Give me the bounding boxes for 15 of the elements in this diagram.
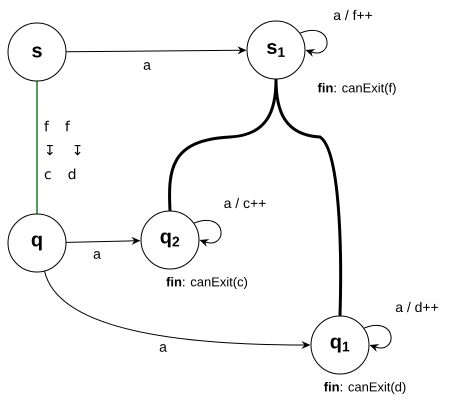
edge-label: a	[94, 251, 101, 259]
edge-label: a / d++	[396, 302, 438, 312]
connector-line	[36, 82, 38, 214]
edge-label: a / c++	[224, 198, 266, 208]
final-condition: fin: canExit(f)	[318, 82, 396, 96]
edge-label: f f ↧ ↧ c d	[44, 120, 81, 180]
self-loop-arrow	[194, 220, 222, 247]
edge-label: a	[160, 344, 167, 352]
final-condition: fin: canExit(c)	[166, 276, 248, 290]
final-condition: fin: canExit(d)	[324, 382, 406, 394]
self-loop-arrow	[364, 325, 392, 352]
edge-label: a / f++	[334, 10, 372, 20]
connector-line	[274, 79, 342, 316]
self-loop-arrow	[300, 30, 328, 57]
edge-label: a	[144, 62, 151, 70]
